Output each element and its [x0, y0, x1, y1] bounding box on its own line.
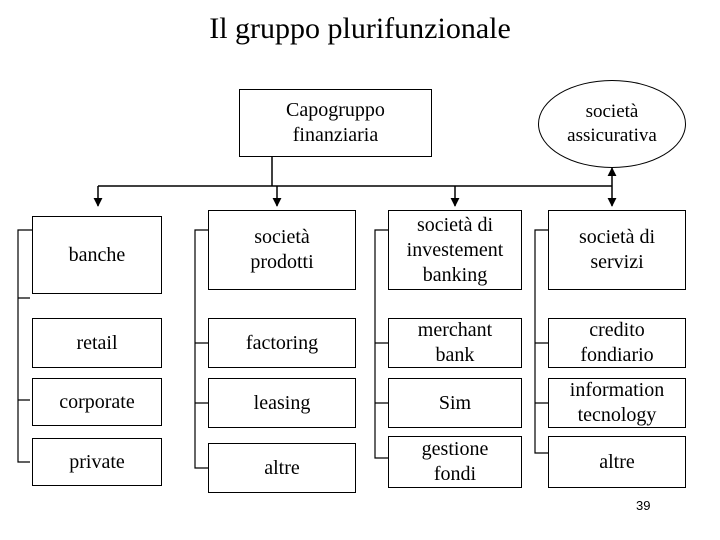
col3-item-2: merchant bank: [388, 318, 522, 368]
page-title: Il gruppo plurifunzionale: [209, 12, 511, 45]
bracket-col2: [194, 229, 208, 469]
col2-item-3: leasing: [208, 378, 356, 428]
col1-item-1: banche: [32, 216, 162, 294]
col4-item-1: società di servizi: [548, 210, 686, 290]
col4-item-2: credito fondiario: [548, 318, 686, 368]
col2-item-1: società prodotti: [208, 210, 356, 290]
insurance-oval: società assicurativa: [538, 80, 686, 168]
col1-item-4: private: [32, 438, 162, 486]
holding-box: Capogruppo finanziaria: [239, 89, 432, 157]
col3-item-4: gestione fondi: [388, 436, 522, 488]
bracket-col4: [534, 229, 548, 454]
col2-item-2: factoring: [208, 318, 356, 368]
col4-item-3: information tecnology: [548, 378, 686, 428]
col3-item-1: società di investement banking: [388, 210, 522, 290]
col1-item-3: corporate: [32, 378, 162, 426]
page-number: 39: [636, 498, 651, 513]
col2-item-4: altre: [208, 443, 356, 493]
col1-item-2: retail: [32, 318, 162, 368]
col4-item-4: altre: [548, 436, 686, 488]
bracket-col1: [17, 229, 33, 463]
bracket-col3: [374, 229, 388, 459]
col3-item-3: Sim: [388, 378, 522, 428]
